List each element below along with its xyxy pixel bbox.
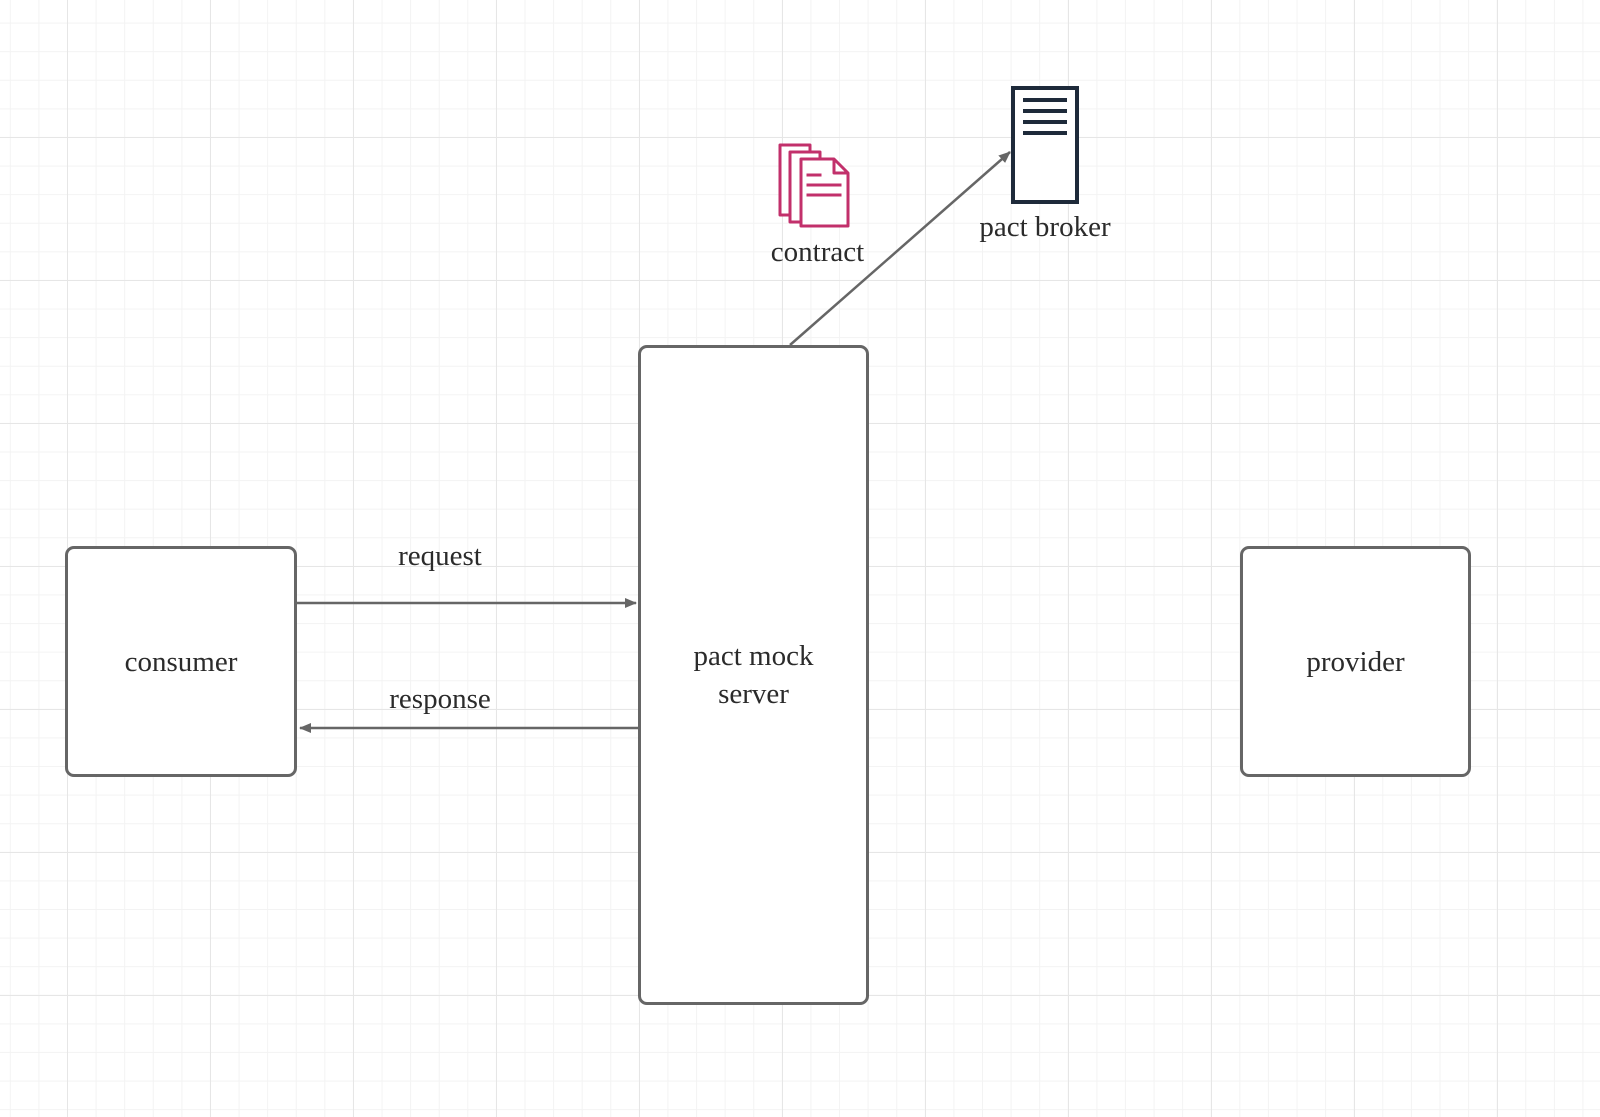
server-icon bbox=[1011, 86, 1079, 204]
publish-arrow bbox=[789, 151, 1011, 346]
pact-broker-label: pact broker bbox=[979, 211, 1111, 243]
provider-box[interactable]: provider bbox=[1240, 546, 1471, 777]
pact-mock-server-box[interactable]: pact mock server bbox=[638, 345, 869, 1005]
provider-label: provider bbox=[1306, 645, 1405, 678]
consumer-label: consumer bbox=[124, 645, 238, 678]
response-label: response bbox=[389, 683, 491, 715]
consumer-box[interactable]: consumer bbox=[65, 546, 297, 777]
request-label: request bbox=[398, 540, 482, 572]
contract-label: contract bbox=[770, 236, 865, 268]
pact-mock-server-label: pact mock server bbox=[693, 640, 814, 710]
documents-icon bbox=[778, 143, 850, 228]
